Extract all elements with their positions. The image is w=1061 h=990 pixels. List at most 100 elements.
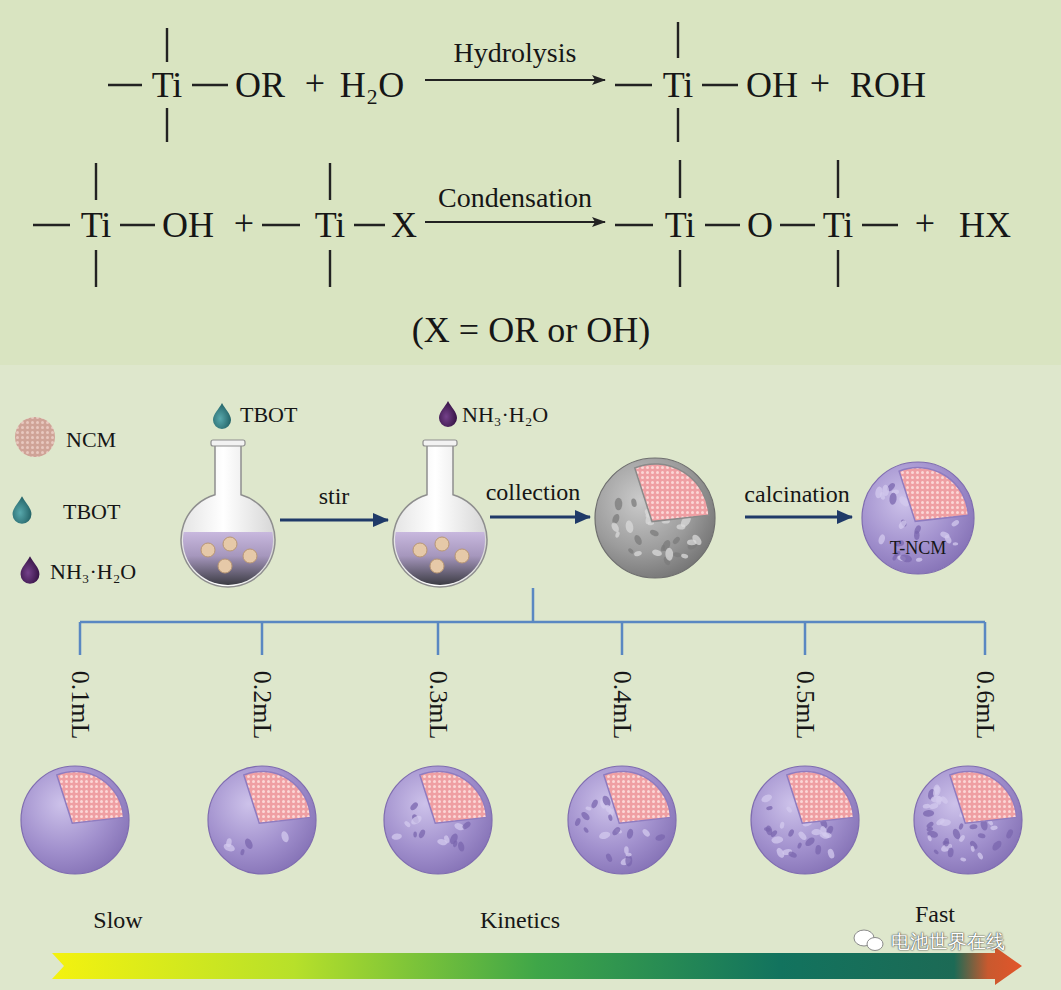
surface-patch [461,820,472,830]
surface-patch [681,553,689,559]
sphere-shell [862,462,974,574]
surface-patch [641,828,651,838]
surface-patch [687,539,697,545]
surface-patch [437,838,448,846]
surface-patch [633,534,643,546]
legend-text: NCM [66,429,116,451]
surface-patch [977,852,984,861]
surface-patch [672,536,681,546]
surface-patch [585,806,592,811]
axis-label: Kinetics [480,908,560,932]
surface-patch [598,830,611,840]
sphere-shell [384,766,492,874]
surface-patch [574,817,582,826]
formula-note: (X = OR or OH) [412,312,650,348]
bond-lines [33,22,898,287]
ncm-core [604,771,671,823]
reaction-arrows [425,80,605,222]
formula-text: Ti [823,207,854,243]
surface-patch [649,529,660,538]
surface-patch [766,806,773,811]
legend-item: NCM [66,429,116,451]
coated-sphere: 0.2mL [206,764,318,876]
surface-patch [634,550,643,557]
surface-patch [923,810,935,818]
surface-patch [611,826,622,837]
formula-text: + [305,65,325,101]
reagent-label: TBOT [240,404,297,426]
surface-patch [804,836,817,848]
reaction-flask: NH₃·H₂O [390,440,490,590]
volume-label: 0.6mL [972,671,998,740]
coated-sphere: 0.5mL [749,764,861,876]
process-arrow [490,516,590,519]
reaction-arrow [425,79,605,81]
axis-label: Fast [915,902,955,926]
ncm-particle [455,549,469,563]
decoration [568,766,676,874]
surface-patch [655,833,666,842]
volume-label: 0.4mL [609,671,635,740]
formula-text: ROH [850,67,926,103]
coated-sphere: 0.6mL [912,764,1024,876]
reaction-condition: Condensation [438,184,592,212]
surface-patch [610,521,620,533]
surface-patch [243,837,254,850]
surface-patch [916,557,923,562]
formula-text: HX [959,207,1011,243]
surface-patch [625,855,632,867]
coated-sphere [595,458,715,578]
surface-patch [223,842,236,853]
coated-sphere: 0.1mL [19,764,131,876]
surface-patch [625,520,635,534]
surface-patch [615,531,621,538]
surface-patch [897,519,907,530]
surface-patch [970,845,975,852]
surface-patch [631,498,638,508]
sphere-shell [751,766,859,874]
surface-patch [991,839,1004,852]
formula-text: + [915,205,935,241]
surface-patch [935,817,946,826]
volume-label: 0.2mL [249,671,275,740]
surface-patch [626,828,634,839]
surface-patch [624,846,629,854]
surface-patch [787,828,795,837]
surface-patch [933,849,940,855]
surface-patch [950,519,960,528]
ammonia-drop [21,556,40,583]
sphere-shell [21,766,129,874]
decoration [384,766,492,874]
surface-patch [931,785,942,798]
surface-patch [953,542,959,546]
step-label: calcination [744,482,849,506]
surface-patch [410,814,424,826]
flask-liquid [183,532,273,585]
ncm-core [899,468,968,522]
coated-sphere: 0.4mL [566,764,678,876]
volume-label: 0.5mL [792,671,818,740]
legend-text: TBOT [63,501,120,523]
formula-text: Ti [81,207,112,243]
surface-patch [280,830,290,843]
surface-patch [928,802,939,810]
decoration [862,462,974,574]
legend-item: NH₃·H₂O [50,561,136,583]
ncm-core [787,771,854,823]
step-label: collection [486,480,581,504]
ncm-core [635,464,709,522]
surface-patch [590,799,599,809]
surface-patch [660,544,666,551]
surface-patch [922,803,930,808]
surface-patch [944,838,949,847]
surface-patch [827,848,836,859]
surface-patch [958,823,964,831]
coated-sphere: T-NCM [860,460,976,576]
watermark-icon [854,930,883,951]
volume-label: 0.1mL [67,671,93,740]
sphere-shell [208,766,316,874]
surface-patch [391,833,402,840]
bond-line [108,22,738,142]
ncm-particle [201,543,215,557]
legend-samples [13,417,55,584]
